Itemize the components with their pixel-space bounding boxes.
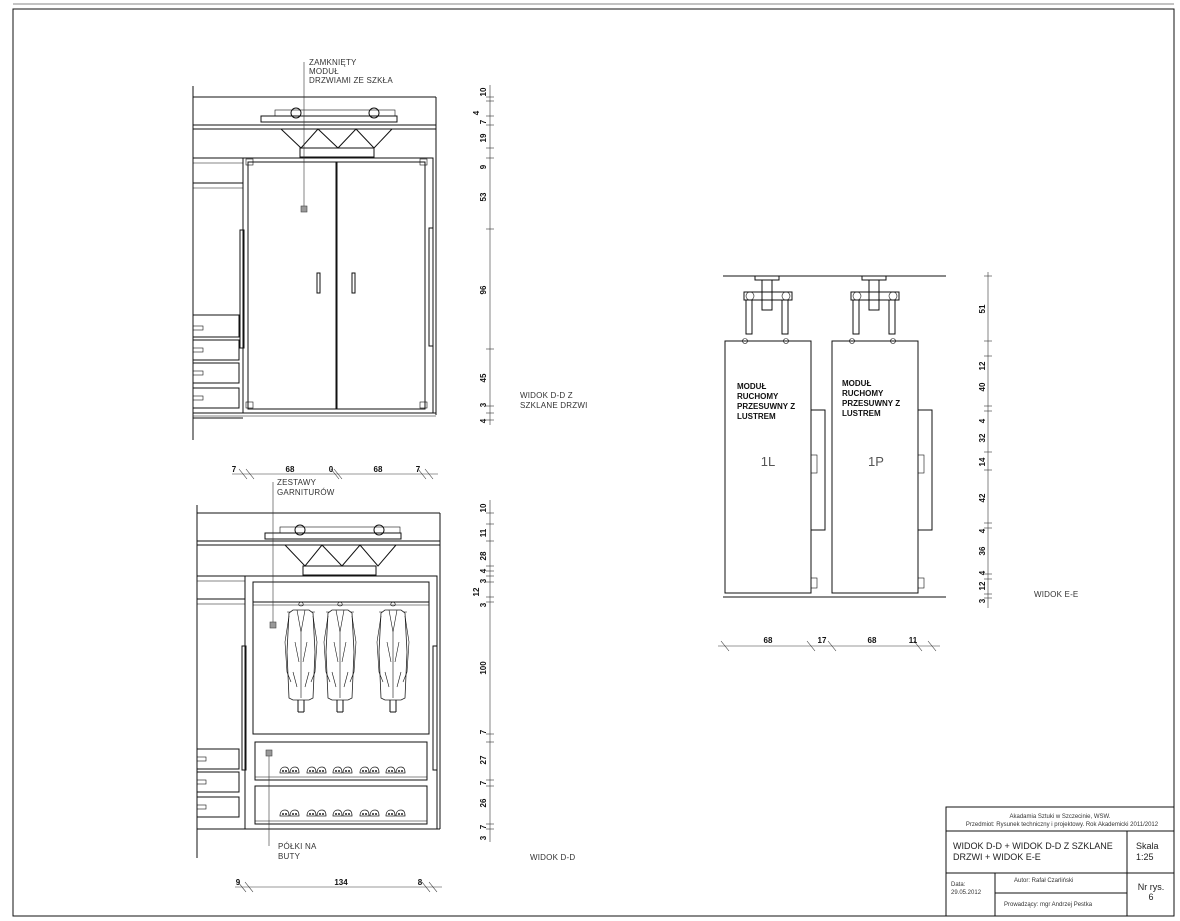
svg-text:4: 4 bbox=[978, 418, 987, 423]
svg-text:4: 4 bbox=[479, 568, 488, 573]
svg-text:68: 68 bbox=[286, 465, 295, 474]
bottom-vertical-dimensions: 10 11 28 4 3 12 3 100 7 27 7 26 7 3 bbox=[472, 500, 494, 842]
svg-text:32: 32 bbox=[978, 433, 987, 442]
svg-text:3: 3 bbox=[479, 578, 488, 583]
svg-text:14: 14 bbox=[978, 457, 987, 466]
svg-text:1L: 1L bbox=[761, 454, 775, 469]
svg-text:100: 100 bbox=[479, 661, 488, 675]
view-dd-title: WIDOK D-D bbox=[530, 853, 575, 862]
svg-text:134: 134 bbox=[334, 878, 348, 887]
svg-text:4: 4 bbox=[978, 528, 987, 533]
svg-text:53: 53 bbox=[479, 192, 488, 201]
svg-text:27: 27 bbox=[479, 755, 488, 764]
drawing-number-value: 6 bbox=[1148, 892, 1153, 902]
view-dd-glass-drawing bbox=[192, 86, 437, 440]
svg-text:11: 11 bbox=[909, 636, 918, 645]
svg-text:9: 9 bbox=[479, 164, 488, 169]
svg-text:51: 51 bbox=[978, 304, 987, 313]
svg-text:10: 10 bbox=[479, 503, 488, 512]
bottom-horizontal-dimensions: 9 134 8 bbox=[235, 878, 442, 893]
institution-text: Akadamia Sztuki w Szczecinie, WSW. bbox=[1009, 814, 1110, 820]
svg-text:10: 10 bbox=[479, 87, 488, 96]
title-block: Akadamia Sztuki w Szczecinie, WSW. Przed… bbox=[945, 806, 1175, 917]
svg-text:8: 8 bbox=[418, 878, 423, 887]
svg-text:0: 0 bbox=[329, 465, 334, 474]
supervisor-text: Prowadzący: mgr Andrzej Pestka bbox=[1004, 902, 1093, 908]
svg-text:3: 3 bbox=[479, 602, 488, 607]
svg-text:68: 68 bbox=[764, 636, 773, 645]
svg-text:7: 7 bbox=[232, 465, 237, 474]
svg-text:11: 11 bbox=[479, 528, 488, 537]
svg-text:26: 26 bbox=[479, 798, 488, 807]
author-text: Autor: Rafał Czarliński bbox=[1014, 878, 1073, 884]
svg-text:68: 68 bbox=[374, 465, 383, 474]
svg-text:40: 40 bbox=[978, 382, 987, 391]
svg-text:3: 3 bbox=[978, 598, 987, 603]
svg-text:96: 96 bbox=[479, 285, 488, 294]
svg-text:12: 12 bbox=[472, 587, 481, 596]
svg-text:42: 42 bbox=[978, 493, 987, 502]
svg-text:3: 3 bbox=[479, 835, 488, 840]
svg-text:7: 7 bbox=[416, 465, 421, 474]
svg-text:3: 3 bbox=[479, 402, 488, 407]
svg-text:28: 28 bbox=[479, 551, 488, 560]
view-dd-drawing bbox=[196, 505, 441, 858]
view-ee-title: WIDOK E-E bbox=[1034, 590, 1078, 599]
svg-text:9: 9 bbox=[236, 878, 241, 887]
svg-text:7: 7 bbox=[479, 824, 488, 829]
svg-text:4: 4 bbox=[479, 418, 488, 423]
scale-value: 1:25 bbox=[1136, 852, 1154, 862]
svg-text:19: 19 bbox=[479, 133, 488, 142]
right-horizontal-dimensions: 68 17 68 11 bbox=[718, 636, 940, 652]
svg-text:7: 7 bbox=[479, 119, 488, 124]
svg-text:36: 36 bbox=[978, 546, 987, 555]
date-value: 29.05.2012 bbox=[951, 890, 982, 896]
top-vertical-dimensions: 10 4 7 19 9 53 96 45 3 4 bbox=[472, 85, 494, 425]
svg-text:4: 4 bbox=[978, 570, 987, 575]
date-label: Data: bbox=[951, 882, 966, 888]
drawing-number-label: Nr rys. bbox=[1138, 882, 1165, 892]
svg-text:7: 7 bbox=[479, 729, 488, 734]
scale-label: Skala bbox=[1136, 841, 1159, 851]
view-ee-drawing bbox=[723, 275, 946, 598]
svg-text:12: 12 bbox=[978, 581, 987, 590]
svg-text:68: 68 bbox=[868, 636, 877, 645]
right-vertical-dimensions: 51 12 40 4 32 14 42 4 36 4 12 3 bbox=[978, 272, 992, 608]
svg-text:7: 7 bbox=[479, 780, 488, 785]
svg-text:45: 45 bbox=[479, 373, 488, 382]
sheet-frame bbox=[12, 8, 1175, 917]
svg-text:17: 17 bbox=[818, 636, 827, 645]
top-horizontal-dimensions: 7 68 0 68 7 bbox=[232, 465, 438, 480]
subject-text: Przedmiot: Rysunek techniczny i projekto… bbox=[966, 822, 1159, 828]
svg-text:1P: 1P bbox=[868, 454, 884, 469]
svg-text:12: 12 bbox=[978, 361, 987, 370]
svg-text:4: 4 bbox=[472, 110, 481, 115]
